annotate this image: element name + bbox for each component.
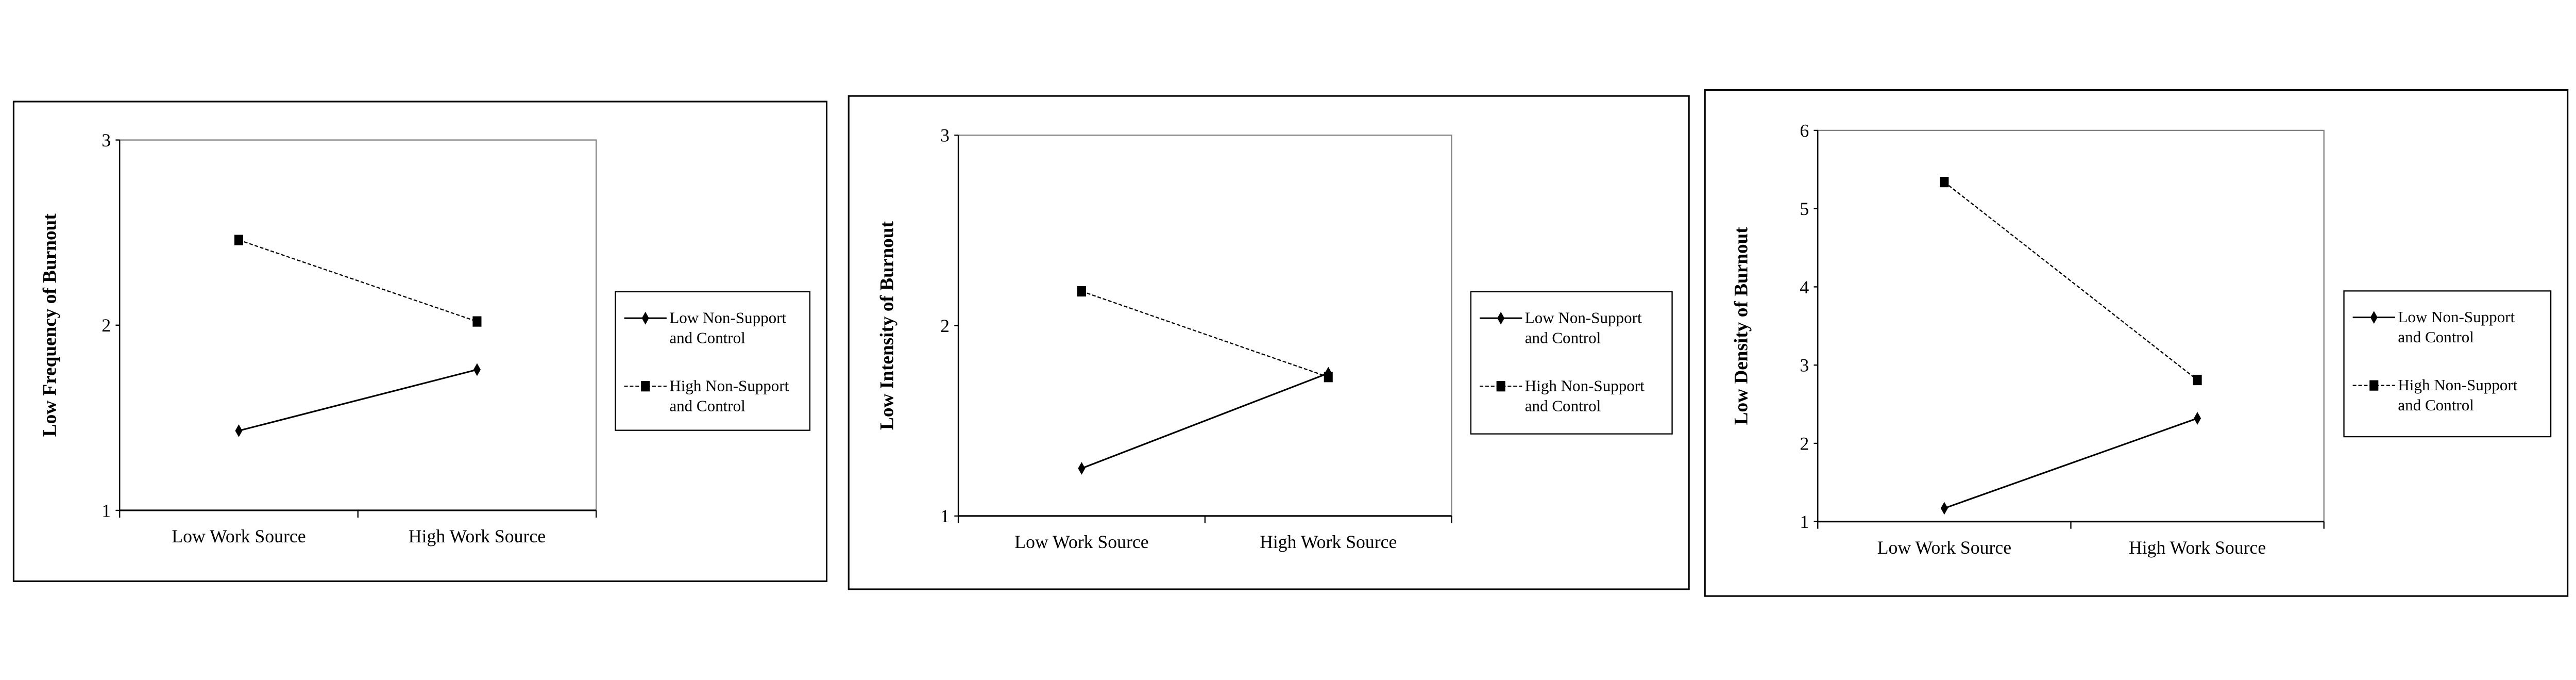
series-line-1 (239, 369, 478, 432)
x-category-label: High Work Source (409, 526, 546, 546)
x-category-label: Low Work Source (172, 526, 306, 546)
legend-label: High Non-Support (1525, 377, 1645, 395)
legend-label: Low Non-Support (1525, 308, 1642, 326)
legend-marker-square (2369, 380, 2379, 391)
plot-area (957, 135, 1452, 517)
series-line-1 (1944, 417, 2198, 509)
legend-marker-square (641, 381, 650, 392)
legend-box (615, 291, 811, 431)
y-tick-label: 4 (1800, 277, 1809, 297)
data-point-diamond (1940, 502, 1948, 515)
y-tick-label: 5 (1800, 198, 1809, 219)
x-category-label: Low Work Source (1014, 532, 1148, 552)
series-line-1 (1081, 372, 1329, 469)
legend-marker-square (1496, 381, 1505, 392)
plot-area (1817, 129, 2325, 522)
legend-label: Low Non-Support (669, 308, 786, 326)
series-line-2 (239, 239, 478, 322)
x-category-label: High Work Source (1260, 532, 1397, 552)
data-point-square (1324, 372, 1333, 383)
series-line-2 (1081, 290, 1329, 378)
y-axis-title: Low Intensity of Burnout (876, 221, 897, 430)
x-category-label: High Work Source (2129, 537, 2266, 558)
legend-label: and Control (2398, 328, 2473, 346)
legend-box (2343, 290, 2552, 438)
series-line-2 (1944, 181, 2198, 380)
plot-area (119, 139, 597, 511)
y-tick-label: 3 (1800, 355, 1809, 376)
data-point-diamond (473, 363, 481, 376)
y-tick-label: 2 (101, 315, 111, 336)
y-tick-label: 1 (101, 500, 111, 521)
y-tick-label: 3 (101, 130, 111, 151)
legend-label: High Non-Support (669, 377, 789, 395)
legend-label: and Control (1525, 328, 1601, 346)
legend-marker-diamond (2370, 311, 2378, 324)
y-axis-title: Low Density of Burnout (1731, 227, 1752, 425)
y-axis-title: Low Frequency of Burnout (40, 213, 61, 437)
data-point-square (472, 316, 482, 327)
legend-label: Low Non-Support (2398, 308, 2515, 326)
data-point-square (1940, 176, 1949, 188)
y-tick-label: 2 (1800, 433, 1809, 454)
x-category-label: Low Work Source (1877, 537, 2011, 558)
y-tick-label: 1 (940, 506, 950, 526)
legend-label: and Control (669, 328, 745, 346)
legend-label: and Control (669, 396, 745, 414)
legend-box (1470, 291, 1673, 435)
y-tick-label: 1 (1800, 511, 1809, 532)
y-tick-label: 3 (940, 125, 950, 146)
data-point-square (2193, 374, 2202, 386)
legend-label: High Non-Support (2398, 376, 2517, 394)
legend-label: and Control (2398, 396, 2473, 414)
data-point-diamond (1078, 462, 1086, 475)
data-point-square (1077, 286, 1086, 297)
legend-marker-diamond (641, 311, 649, 325)
data-point-square (234, 235, 244, 245)
y-tick-label: 6 (1800, 120, 1809, 141)
legend-label: and Control (1525, 396, 1601, 414)
legend-marker-diamond (1497, 311, 1505, 325)
y-tick-label: 2 (940, 316, 950, 336)
